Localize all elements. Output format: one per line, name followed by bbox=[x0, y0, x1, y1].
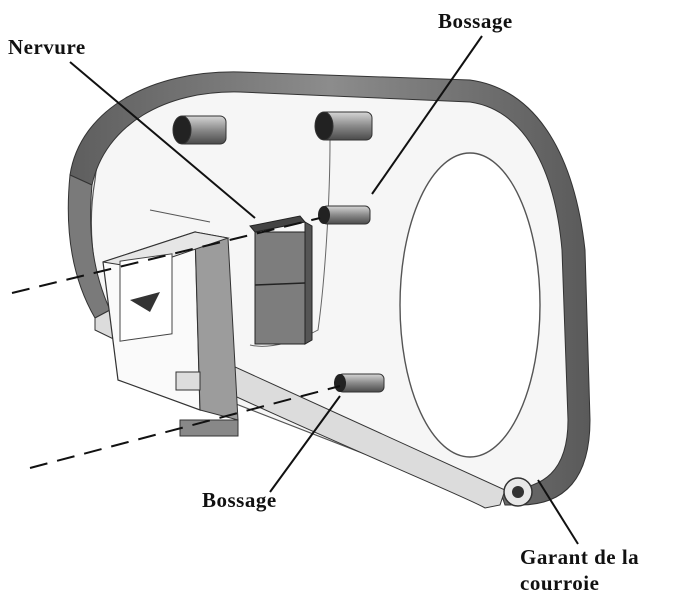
label-garant-de-la-courroie: Garant de la courroie bbox=[520, 544, 639, 596]
leader-bossage-bottom bbox=[269, 395, 341, 493]
pulley-opening bbox=[399, 152, 541, 458]
label-bossage-top: Bossage bbox=[438, 9, 513, 33]
mounting-bracket bbox=[102, 209, 239, 437]
mid-boss-lower bbox=[334, 373, 385, 393]
top-boss-right bbox=[314, 111, 373, 141]
panel-inner-arc bbox=[249, 139, 331, 347]
rib-block bbox=[249, 215, 313, 345]
assembly-line-lower bbox=[29, 385, 341, 469]
label-garant-line2: courroie bbox=[520, 571, 600, 595]
leader-garant bbox=[537, 479, 579, 545]
leader-nervure bbox=[69, 61, 256, 219]
label-bossage-bottom: Bossage bbox=[202, 488, 277, 512]
label-garant-line1: Garant de la bbox=[520, 545, 640, 569]
leader-bossage-top bbox=[371, 35, 483, 195]
label-nervure: Nervure bbox=[8, 35, 86, 59]
assembly-line-upper bbox=[11, 217, 321, 294]
mid-boss-upper bbox=[318, 205, 371, 225]
belt-guard-pivot bbox=[503, 477, 533, 507]
top-boss-left bbox=[172, 115, 227, 145]
